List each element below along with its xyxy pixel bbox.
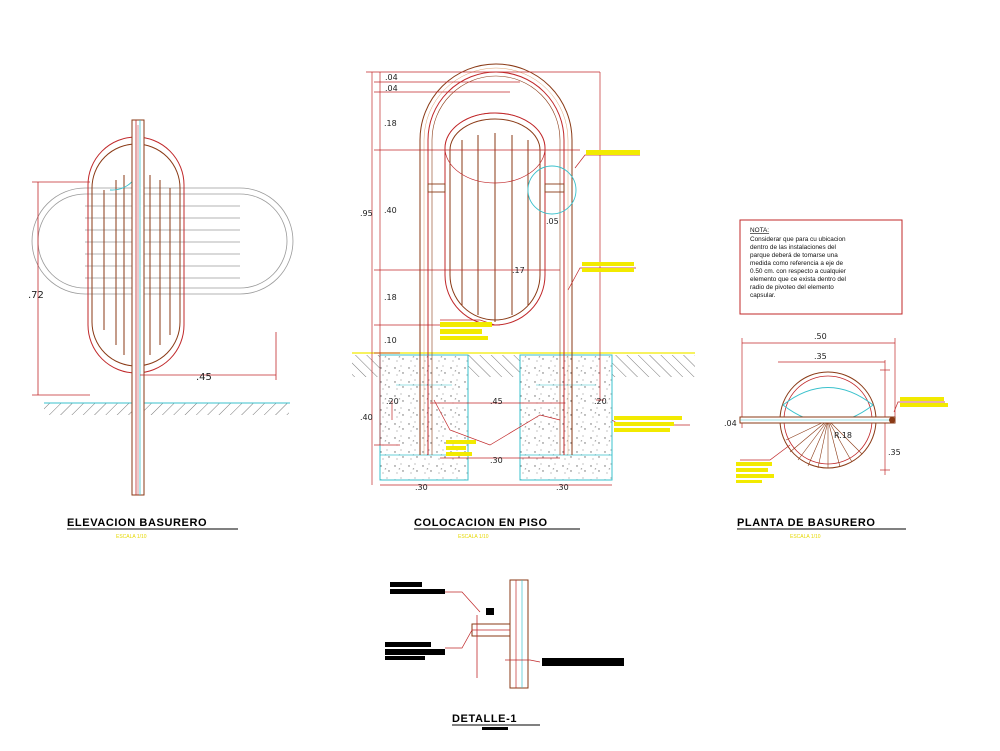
elevacion-view: .72 .45 ELEVACION BASURERO ESCALA 1/10 xyxy=(28,119,294,540)
elevacion-scale: ESCALA 1/10 xyxy=(116,534,147,540)
nota-line-2: dentro de las instalaciones del xyxy=(750,244,836,251)
elevacion-width-dim: .45 xyxy=(196,372,212,383)
nota-line-5: 0.50 cm. con respecto a cualquier xyxy=(750,268,847,275)
planta-radial-lines xyxy=(785,419,863,469)
ground-hatch-right xyxy=(612,355,695,377)
dim-10: .10 xyxy=(384,336,397,345)
nota-line-8: capsular. xyxy=(750,292,776,299)
dim-20-left: .20 xyxy=(386,397,399,406)
detalle-labels xyxy=(385,582,624,666)
elevacion-title: ELEVACION BASURERO xyxy=(67,517,207,529)
nota-line-3: parque deberá de tomarse una xyxy=(750,252,838,259)
bin xyxy=(444,112,546,326)
nota-line-4: medida como referencia a eje de xyxy=(750,260,844,267)
ground-hatch xyxy=(44,403,289,415)
dim-30-mid: .30 xyxy=(490,456,503,465)
dim-18a: .18 xyxy=(384,119,397,128)
dim-45: .45 xyxy=(490,397,503,406)
dim-17: .17 xyxy=(512,266,525,275)
dim-20-right: .20 xyxy=(594,397,607,406)
nota-line-6: elemento que ce exista dentro del xyxy=(750,276,846,283)
post xyxy=(131,119,145,496)
planta-dim-35v: .35 xyxy=(888,448,901,457)
planta-dim-04: .04 xyxy=(724,419,737,428)
colocacion-dims xyxy=(366,71,612,486)
nota-line-7: radio de pivoteo del elemento xyxy=(750,284,834,291)
dim-18b: .18 xyxy=(384,293,397,302)
colocacion-view: .04 .04 .18 .95 .40 .18 .10 .40 .20 .45 … xyxy=(352,63,695,540)
planta-dim-50: .50 xyxy=(814,332,827,341)
detail-1-callout xyxy=(527,165,577,215)
detalle-title: DETALLE-1 xyxy=(452,713,517,725)
dim-30-right: .30 xyxy=(556,483,569,492)
dim-04a: .04 xyxy=(385,73,398,82)
nota-heading: NOTA: xyxy=(750,227,769,234)
elevacion-height-dim: .72 xyxy=(28,290,44,301)
dim-40a: .40 xyxy=(384,206,397,215)
detalle-view: DETALLE-1 xyxy=(385,579,624,730)
footing-right xyxy=(519,354,613,481)
dim-40b: .40 xyxy=(360,413,373,422)
capsule xyxy=(87,136,185,374)
dim-30-left: .30 xyxy=(415,483,428,492)
nota-line-1: Considerar que para cu ubicacion xyxy=(750,236,846,243)
dim-05: .05 xyxy=(546,217,559,226)
ground-hatch-left xyxy=(352,355,380,377)
planta-title: PLANTA DE BASURERO xyxy=(737,517,876,529)
planta-view: .50 .35 .04 .35 R.18 PLANTA DE BASURERO … xyxy=(724,332,948,540)
dim-04b: .04 xyxy=(385,84,398,93)
elevacion-dims xyxy=(32,181,277,396)
ghost-capsule xyxy=(31,187,294,295)
colocacion-scale: ESCALA 1/10 xyxy=(458,534,489,540)
ground-hatch-mid xyxy=(468,355,520,377)
material-tags xyxy=(440,150,682,456)
planta-dim-35: .35 xyxy=(814,352,827,361)
planta-dim-radius: R.18 xyxy=(834,431,852,440)
colocacion-title: COLOCACION EN PISO xyxy=(414,517,548,529)
nota-box: NOTA: Considerar que para cu ubicacion d… xyxy=(739,219,903,315)
planta-scale: ESCALA 1/10 xyxy=(790,534,821,540)
dim-95: .95 xyxy=(360,209,373,218)
